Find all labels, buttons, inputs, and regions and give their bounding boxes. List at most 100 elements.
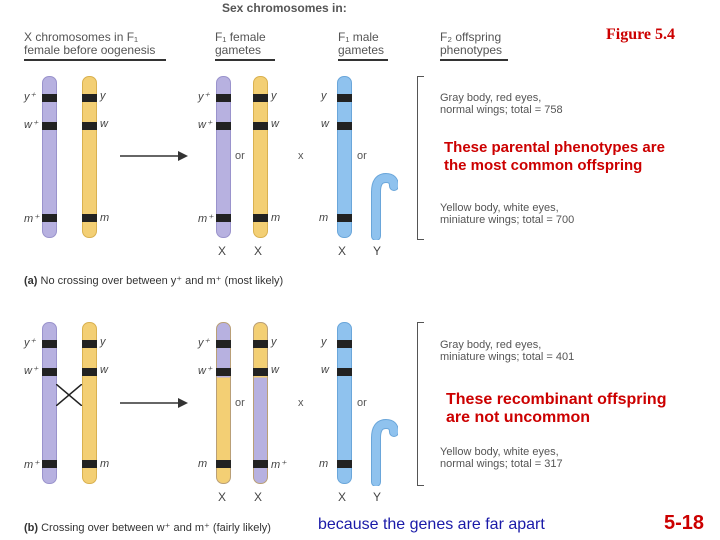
col1-underline (24, 59, 166, 61)
band (253, 214, 268, 222)
col3-header-line2: gametes (338, 43, 385, 57)
gene-label: w (321, 364, 329, 376)
top-title: Sex chromosomes in: (222, 1, 347, 15)
phenotype-line: Yellow body, white eyes, (440, 202, 559, 214)
band (253, 340, 268, 348)
panel-b-bracket (417, 322, 424, 486)
gene-label: m⁺ (24, 459, 39, 471)
band (337, 340, 352, 348)
bottom-note: because the genes are far apart (318, 516, 545, 533)
gene-label: m⁺ (24, 213, 39, 225)
panel-a-bracket (417, 76, 424, 240)
panel-b-recombinant-chromosome-2 (253, 322, 268, 484)
gene-label: m (100, 458, 110, 470)
band (253, 460, 268, 468)
band (42, 122, 57, 130)
col3-header-line1: F₁ male (338, 30, 379, 44)
gene-label: m (100, 212, 110, 224)
panel-a-parent-chromosome-1 (42, 76, 57, 238)
band (82, 460, 97, 468)
panel-b-male-x-chromosome (337, 322, 352, 484)
band (337, 368, 352, 376)
x-chromosome-label: X (254, 490, 263, 504)
panel-a-y-chromosome-icon (371, 172, 398, 240)
band (253, 94, 268, 102)
panel-a-male-x-chromosome (337, 76, 352, 238)
or-label: or (235, 150, 245, 162)
phenotype-line: normal wings; total = 317 (440, 458, 563, 470)
gene-label: m⁺ (198, 213, 213, 225)
gene-label: w⁺ (198, 119, 212, 131)
band (337, 94, 352, 102)
col4-underline (440, 59, 508, 61)
gene-label: w⁺ (198, 365, 212, 377)
slide-number: 5-18 (664, 512, 705, 534)
col2-header-line2: gametes (215, 43, 262, 57)
band (216, 122, 231, 130)
band (216, 214, 231, 222)
band (337, 122, 352, 130)
panel-a-gamete-chromosome-2 (253, 76, 268, 238)
gene-label: w (321, 118, 329, 130)
gene-label: m (198, 458, 208, 470)
cross-symbol: x (298, 150, 304, 162)
band (42, 460, 57, 468)
band (82, 94, 97, 102)
gene-label: y (100, 336, 106, 348)
note-line: are not uncommon (446, 409, 591, 426)
panel-a-phenotype-1: Gray body, red eyes, normal wings; total… (440, 92, 563, 116)
phenotype-line: Yellow body, white eyes, (440, 446, 559, 458)
gene-label: y (100, 90, 106, 102)
phenotype-line: miniature wings; total = 700 (440, 214, 575, 226)
col4-header: F₂ offspring phenotypes (440, 31, 502, 57)
gene-label: w⁺ (24, 365, 38, 377)
note-line: These parental phenotypes are (444, 139, 665, 156)
panel-a-parent-chromosome-2 (82, 76, 97, 238)
gene-label: w⁺ (24, 119, 38, 131)
phenotype-line: miniature wings; total = 401 (440, 351, 575, 363)
gene-label: w (100, 364, 108, 376)
gene-label: w (271, 118, 279, 130)
panel-b-parent-chromosome-2 (82, 322, 97, 484)
crossover-icon (56, 384, 82, 406)
or-label: or (235, 397, 245, 409)
gene-label: y⁺ (198, 337, 210, 349)
band (337, 460, 352, 468)
band (42, 340, 57, 348)
col2-underline (215, 59, 275, 61)
col1-header: X chromosomes in F₁ female before oogene… (24, 31, 155, 57)
y-chromosome-label: Y (373, 244, 382, 258)
band (253, 368, 268, 376)
or-label: or (357, 150, 367, 162)
band (216, 368, 231, 376)
caption-text: Crossing over between w⁺ and m⁺ (fairly … (38, 522, 271, 534)
band (82, 340, 97, 348)
panel-a-gamete-chromosome-1 (216, 76, 231, 238)
col2-header-line1: F₁ female (215, 30, 266, 44)
panel-b-note: These recombinant offspring are not unco… (446, 391, 666, 427)
phenotype-line: normal wings; total = 758 (440, 104, 563, 116)
x-chromosome-label: X (254, 244, 263, 258)
col1-header-line2: female before oogenesis (24, 43, 156, 57)
caption-tag: (b) (24, 522, 39, 534)
panel-b-recombinant-chromosome-1 (216, 322, 231, 484)
or-label: or (357, 397, 367, 409)
panel-a-phenotype-2: Yellow body, white eyes, miniature wings… (440, 202, 574, 226)
gene-label: y (321, 90, 327, 102)
gene-label: m⁺ (271, 459, 286, 471)
gene-label: y⁺ (198, 91, 210, 103)
band (216, 340, 231, 348)
col3-header: F₁ male gametes (338, 31, 384, 57)
band (82, 368, 97, 376)
caption-text: No crossing over between y⁺ and m⁺ (most… (37, 275, 284, 287)
gene-label: m (319, 458, 329, 470)
col4-header-line1: F₂ offspring (440, 30, 502, 44)
cross-symbol: x (298, 397, 304, 409)
band (216, 460, 231, 468)
band (42, 94, 57, 102)
x-chromosome-label: X (218, 490, 227, 504)
panel-b-phenotype-1: Gray body, red eyes, miniature wings; to… (440, 339, 574, 363)
gene-label: m (319, 212, 329, 224)
band (216, 94, 231, 102)
phenotype-line: Gray body, red eyes, (440, 339, 542, 351)
